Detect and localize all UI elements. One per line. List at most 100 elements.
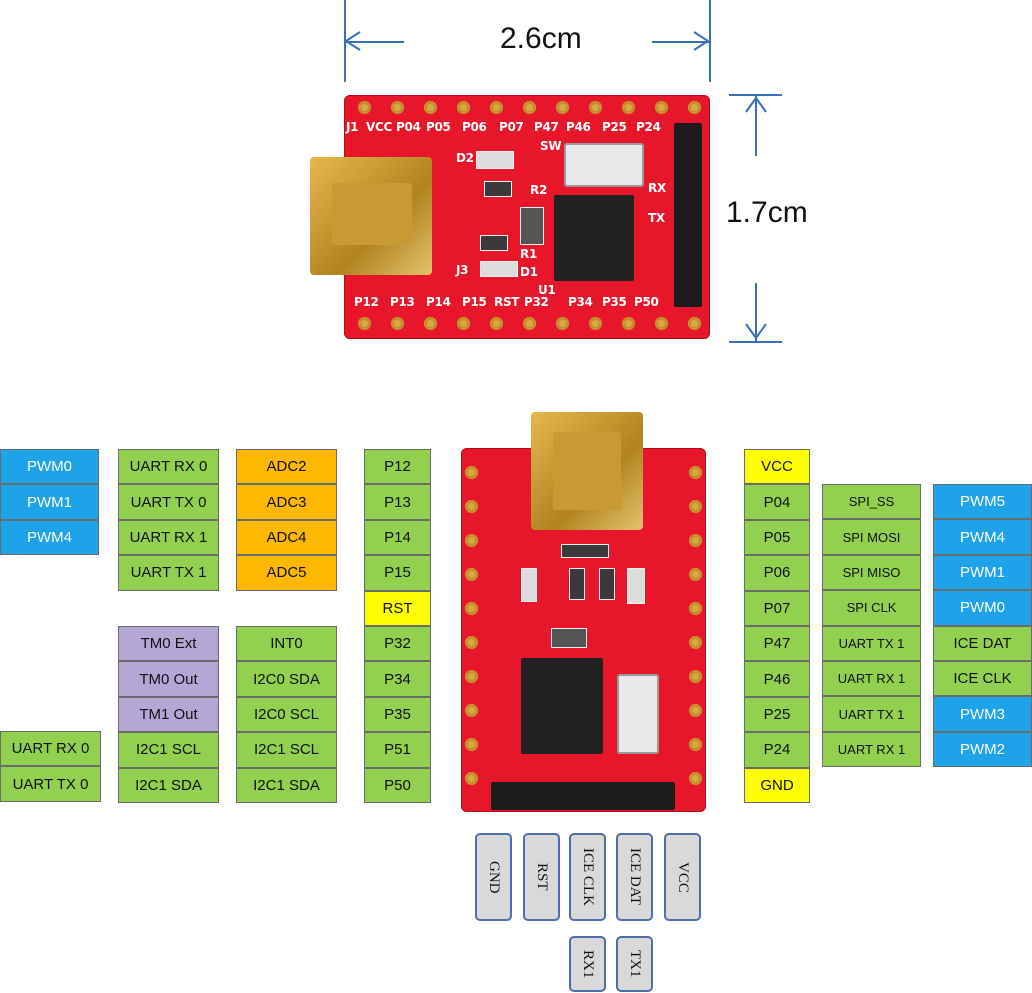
pcb-pad xyxy=(490,317,503,330)
silk-vcc: VCC xyxy=(366,120,393,134)
pin-function-cell: I2C1 SDA xyxy=(118,767,219,803)
pcb-pad xyxy=(457,101,470,114)
pin-function-cell: SPI CLK xyxy=(822,590,921,626)
pcb-pad xyxy=(622,317,635,330)
pcb-pad xyxy=(688,101,701,114)
pcb-pad xyxy=(465,704,478,717)
header-pin-label: GND xyxy=(475,833,512,921)
header-pin-text: ICE CLK xyxy=(580,848,596,906)
silk-p47: P47 xyxy=(534,120,559,134)
pin-function-cell: PWM1 xyxy=(933,554,1032,591)
pcb-pad xyxy=(689,670,702,683)
height-label: 1.7cm xyxy=(726,196,808,229)
pcb-pad xyxy=(556,317,569,330)
switch-sw xyxy=(564,143,644,187)
pin-name-cell: P15 xyxy=(364,555,431,591)
pin-function-cell: PWM3 xyxy=(933,696,1032,732)
pin-header-bottom xyxy=(491,782,675,810)
board-rotated-view xyxy=(461,412,706,812)
silk-d1: D1 xyxy=(520,265,538,279)
silk-p05: P05 xyxy=(426,120,451,134)
led-d1 xyxy=(480,261,518,277)
smd-a xyxy=(561,544,609,558)
pin-function-cell: UART RX 0 xyxy=(118,449,219,485)
pin-function-cell: ADC2 xyxy=(236,449,337,485)
silk-p15: P15 xyxy=(462,295,487,309)
pcb-pad xyxy=(465,466,478,479)
pcb-pad xyxy=(465,772,478,785)
resistor-r1 xyxy=(480,235,508,251)
pin-function-cell: UART TX 0 xyxy=(0,766,101,802)
resistor-r2 xyxy=(484,181,512,197)
height-arrow-top xyxy=(755,96,757,156)
silk-p06: P06 xyxy=(462,120,487,134)
silk-p50: P50 xyxy=(634,295,659,309)
pcb-pad xyxy=(465,636,478,649)
pcb-pad xyxy=(589,101,602,114)
pcb-pad xyxy=(465,670,478,683)
height-marker-top xyxy=(729,94,782,96)
width-label: 2.6cm xyxy=(500,22,582,55)
smd-b xyxy=(521,568,537,602)
pcb-pad xyxy=(689,704,702,717)
pin-function-cell: SPI MISO xyxy=(822,554,921,591)
pin-name-cell: P34 xyxy=(364,661,431,697)
silk-p25: P25 xyxy=(602,120,627,134)
pcb-pad xyxy=(689,500,702,513)
pin-function-cell: UART TX 0 xyxy=(118,484,219,520)
arrowhead-down-icon xyxy=(745,323,767,340)
pin-function-cell: SPI MOSI xyxy=(822,519,921,555)
ic-u1 xyxy=(554,195,634,281)
pcb-pad xyxy=(391,317,404,330)
pin-name-cell: P47 xyxy=(744,626,810,662)
pin-name-cell: GND xyxy=(744,767,810,803)
silk-u1: U1 xyxy=(538,283,556,297)
pcb-pad xyxy=(523,317,536,330)
pin-function-cell: PWM0 xyxy=(0,449,99,485)
silk-j1: J1 xyxy=(346,120,359,134)
pin-name-cell: P05 xyxy=(744,519,810,556)
pin-function-cell: UART TX 1 xyxy=(822,625,921,661)
pcb-pad xyxy=(391,101,404,114)
pin-function-cell: SPI_SS xyxy=(822,484,921,520)
pin-function-cell: UART RX 1 xyxy=(822,731,921,768)
silk-p12: P12 xyxy=(354,295,379,309)
pin-name-cell: VCC xyxy=(744,449,810,485)
silk-p32: P32 xyxy=(524,295,549,309)
pin-function-cell: I2C1 SCL xyxy=(118,732,219,768)
silk-p14: P14 xyxy=(426,295,451,309)
smd-e xyxy=(627,568,645,604)
pin-function-cell: UART RX 1 xyxy=(822,661,921,697)
pin-function-cell: UART RX 0 xyxy=(0,731,101,767)
silk-tx: TX xyxy=(648,211,665,225)
pin-name-cell: P13 xyxy=(364,484,431,520)
pcb-pad xyxy=(689,466,702,479)
pin-name-cell: P14 xyxy=(364,519,431,556)
pcb-pad xyxy=(655,317,668,330)
pin-name-cell: P12 xyxy=(364,449,431,485)
silk-p34: P34 xyxy=(568,295,593,309)
header-pin-label: RST xyxy=(523,833,560,921)
pin-function-cell: PWM4 xyxy=(0,519,99,556)
silk-p04: P04 xyxy=(396,120,421,134)
pin-header-right xyxy=(674,123,702,307)
silk-p24: P24 xyxy=(636,120,661,134)
usb-slot xyxy=(332,183,412,245)
pcb-pad xyxy=(622,101,635,114)
pin-name-cell: P06 xyxy=(744,555,810,591)
pin-function-cell: PWM2 xyxy=(933,731,1032,768)
pcb-pad xyxy=(689,636,702,649)
pin-name-cell: P32 xyxy=(364,626,431,662)
silk-r1: R1 xyxy=(520,247,537,261)
pin-function-cell: INT0 xyxy=(236,626,337,662)
header-pin-text: RX1 xyxy=(580,949,596,979)
pin-name-cell: P35 xyxy=(364,696,431,733)
pin-name-cell: P51 xyxy=(364,732,431,768)
usb-slot-rotated xyxy=(553,432,621,510)
silk-p07: P07 xyxy=(499,120,524,134)
pcb-pad xyxy=(589,317,602,330)
pin-name-cell: RST xyxy=(364,590,431,626)
width-marker-right xyxy=(709,0,711,82)
pin-function-cell: ADC4 xyxy=(236,519,337,556)
capacitor xyxy=(520,207,544,245)
